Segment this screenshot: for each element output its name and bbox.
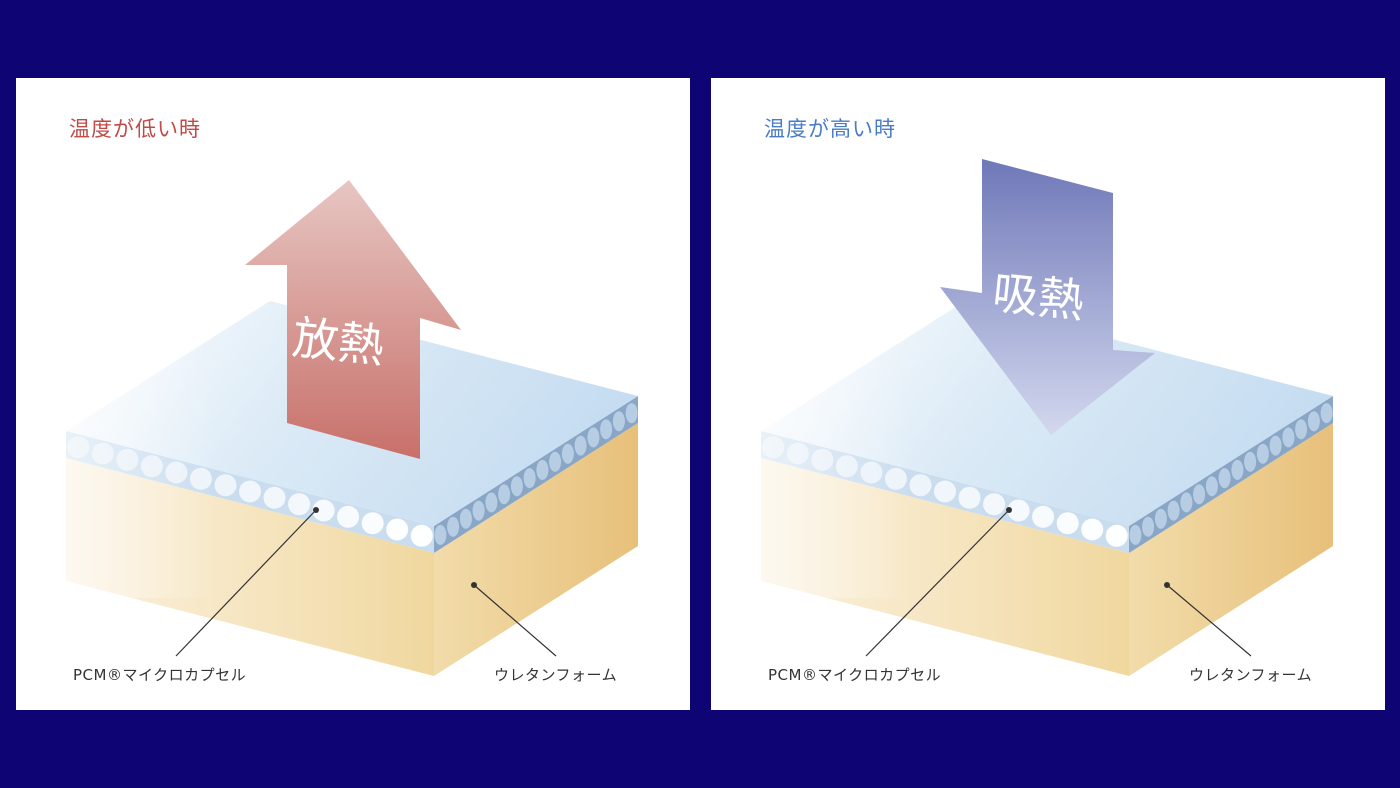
foam-callout-line bbox=[1166, 584, 1252, 657]
capsule bbox=[165, 461, 188, 484]
capsule bbox=[884, 467, 907, 490]
capsule bbox=[1256, 443, 1269, 464]
capsule bbox=[811, 448, 834, 471]
capsule bbox=[410, 524, 433, 547]
capsule bbox=[239, 480, 261, 503]
capsule-row-side bbox=[1129, 403, 1333, 545]
capsule bbox=[312, 499, 335, 522]
capsule bbox=[762, 436, 785, 459]
foam-callout-dot bbox=[1164, 582, 1170, 588]
pcm-label: PCM®マイクロカプセル bbox=[768, 666, 942, 684]
capsule bbox=[510, 476, 523, 497]
pcm-callout-line bbox=[865, 509, 1010, 657]
capsule bbox=[587, 427, 600, 448]
pcm-side-band bbox=[434, 396, 638, 553]
pcm-callout-line bbox=[175, 509, 317, 657]
capsule bbox=[288, 493, 311, 516]
capsule bbox=[263, 486, 286, 509]
capsule bbox=[934, 480, 956, 503]
capsule bbox=[485, 492, 498, 513]
capsule bbox=[1295, 419, 1308, 440]
capsule bbox=[1193, 484, 1206, 505]
capsule bbox=[1180, 492, 1193, 513]
capsule-row-front bbox=[67, 436, 433, 547]
capsule bbox=[574, 435, 587, 456]
capsule bbox=[1269, 435, 1282, 456]
capsule bbox=[523, 468, 536, 489]
heat-release-arrow bbox=[245, 180, 461, 459]
capsule bbox=[386, 518, 409, 541]
capsule bbox=[447, 516, 460, 537]
foam-side-face bbox=[1129, 423, 1333, 676]
foam-label: ウレタンフォーム bbox=[494, 666, 618, 684]
capsule bbox=[1081, 518, 1104, 541]
capsule bbox=[498, 484, 511, 505]
capsule bbox=[140, 455, 163, 478]
capsule bbox=[1129, 524, 1142, 545]
capsule bbox=[1320, 403, 1333, 424]
capsule bbox=[1056, 512, 1079, 535]
capsule bbox=[472, 500, 485, 521]
capsule bbox=[958, 486, 981, 509]
capsule bbox=[214, 474, 237, 497]
pcm-callout-dot bbox=[313, 507, 319, 513]
capsule bbox=[1218, 468, 1231, 489]
capsule bbox=[625, 403, 638, 424]
heat-absorb-arrow bbox=[940, 159, 1155, 435]
capsule bbox=[1105, 524, 1128, 547]
foam-callout-line bbox=[473, 584, 557, 657]
capsule bbox=[67, 436, 90, 459]
capsule bbox=[1282, 427, 1295, 448]
panel-title-low: 温度が低い時 bbox=[69, 117, 201, 141]
capsule bbox=[549, 451, 562, 472]
capsule bbox=[459, 508, 472, 529]
capsule bbox=[612, 411, 625, 432]
capsule-row-side bbox=[434, 403, 638, 545]
capsule bbox=[1154, 508, 1167, 529]
capsule bbox=[434, 524, 447, 545]
capsule bbox=[561, 443, 574, 464]
capsule bbox=[1231, 459, 1244, 480]
panel-high-temperature: 吸熱 温度が高い時 PCM®マイクロカプセル ウレタンフォーム bbox=[711, 78, 1385, 710]
capsule bbox=[1167, 500, 1180, 521]
foam-side-face bbox=[434, 423, 638, 676]
arrow-label-absorb: 吸熱 bbox=[990, 265, 1087, 328]
capsule bbox=[1142, 516, 1155, 537]
pcm-side-band bbox=[1129, 396, 1333, 553]
capsule bbox=[536, 459, 549, 480]
capsule bbox=[835, 455, 858, 478]
capsule bbox=[1032, 505, 1055, 528]
capsule bbox=[1244, 451, 1257, 472]
capsule bbox=[337, 505, 360, 528]
capsule-row-front bbox=[762, 436, 1128, 547]
pcm-callout-dot bbox=[1006, 507, 1012, 513]
foam-label: ウレタンフォーム bbox=[1189, 666, 1313, 684]
capsule bbox=[909, 474, 932, 497]
capsule bbox=[189, 467, 212, 490]
capsule bbox=[860, 461, 883, 484]
arrow-label-release: 放熱 bbox=[290, 310, 387, 373]
panel-title-high: 温度が高い時 bbox=[764, 117, 896, 141]
capsule bbox=[786, 442, 809, 465]
pcm-label: PCM®マイクロカプセル bbox=[73, 666, 247, 684]
capsule bbox=[116, 448, 139, 471]
capsule bbox=[1205, 476, 1218, 497]
capsule bbox=[1007, 499, 1030, 522]
layer-diagram-high: 吸熱 bbox=[751, 159, 1333, 676]
capsule bbox=[600, 419, 613, 440]
panel-low-temperature: 放熱 温度が低い時 PCM®マイクロカプセル ウレタンフォーム bbox=[16, 78, 690, 710]
capsule bbox=[1307, 411, 1320, 432]
layer-diagram-low: 放熱 bbox=[56, 180, 638, 676]
foam-callout-dot bbox=[471, 582, 477, 588]
capsule bbox=[361, 512, 384, 535]
capsule bbox=[983, 493, 1006, 516]
capsule bbox=[91, 442, 114, 465]
